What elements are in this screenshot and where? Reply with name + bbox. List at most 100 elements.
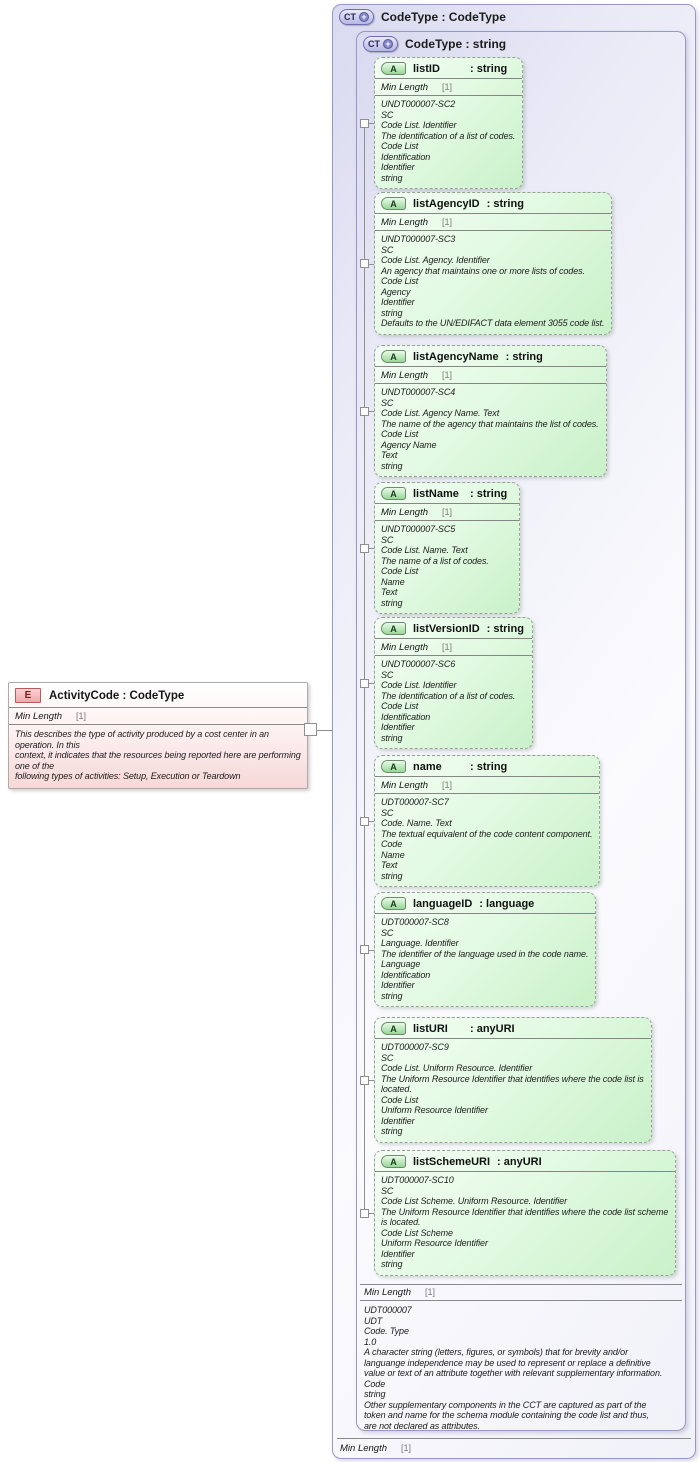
attribute-type: : string: [486, 622, 524, 635]
doc-line: Code. Name. Text: [381, 818, 452, 828]
doc-line: UDT000007-SC7: [381, 797, 449, 807]
facet-value: [1]: [442, 82, 453, 92]
doc-line: SC: [381, 927, 394, 938]
doc-line: UNDT000007-SC2: [381, 99, 456, 109]
attribute-box-listName[interactable]: A listName : string Min Length [1] UNDT0…: [374, 482, 520, 614]
doc-line: SC: [381, 669, 394, 680]
doc-line: UDT000007: [364, 1305, 412, 1315]
doc-line: Code List: [381, 566, 419, 576]
attribute-header: A listID : string: [375, 58, 523, 79]
doc-line: Text: [381, 587, 398, 597]
junction-square-icon: [360, 945, 369, 954]
complextype-container-outer: CT + CodeType : CodeType CT + CodeType :…: [332, 4, 696, 1459]
doc-line: Uniform Resource Identifier: [381, 1238, 488, 1248]
doc-line: string: [381, 732, 403, 743]
attribute-box-listVersionID[interactable]: A listVersionID : string Min Length [1] …: [374, 617, 533, 749]
attribute-header: A listName : string: [375, 483, 519, 504]
doc-line: string: [381, 172, 403, 183]
attribute-box-listID[interactable]: A listID : string Min Length [1] UNDT000…: [374, 57, 524, 189]
doc-line: one of the: [15, 760, 55, 771]
inner-bottom-facet-row: Min Length [1]: [360, 1284, 682, 1301]
doc-line: UDT000007-SC8: [381, 917, 449, 927]
junction-square-icon: [360, 816, 369, 826]
doc-line: SC: [381, 534, 394, 545]
doc-line: string: [381, 990, 403, 1001]
attribute-name: listAgencyName: [413, 350, 499, 363]
doc-line: UNDT000007-SC4: [381, 387, 456, 397]
doc-line: Code. Type: [364, 1326, 409, 1336]
junction-square-icon: [360, 1075, 369, 1085]
connector-stub: [369, 1080, 374, 1081]
facet-name: Min Length: [381, 507, 429, 518]
doc-line: Code List: [381, 1094, 419, 1105]
doc-line: 1.0: [364, 1336, 377, 1347]
attribute-name: listAgencyID: [413, 197, 480, 210]
doc-line: Code List Scheme: [381, 1227, 453, 1238]
expand-icon: +: [359, 12, 369, 22]
doc-line: Code List. Agency Name. Text: [381, 408, 500, 418]
doc-line: SC: [381, 807, 394, 818]
facet-value: [1]: [442, 370, 453, 380]
attribute-facet-row: Min Length [1]: [375, 367, 606, 384]
outer-container-header[interactable]: CT + CodeType : CodeType: [339, 9, 506, 25]
doc-line: UDT: [364, 1315, 383, 1326]
attribute-box-name[interactable]: A name : string Min Length [1] UDT000007…: [374, 755, 601, 887]
outer-bottom-facet-row: Min Length [1]: [337, 1438, 691, 1454]
attribute-facet-row: Min Length [1]: [375, 504, 519, 521]
attribute-header: A listURI : anyURI: [375, 1018, 651, 1039]
attribute-facet-row: Min Length [1]: [375, 79, 523, 96]
element-facet-row: Min Length [1]: [9, 707, 307, 725]
attribute-box-listAgencyID[interactable]: A listAgencyID : string Min Length [1] U…: [374, 192, 613, 335]
doc-line: Code: [381, 839, 403, 849]
attribute-facet-row: Min Length [1]: [375, 777, 600, 794]
facet-name: Min Length: [15, 711, 63, 722]
attribute-name: name: [413, 760, 442, 773]
attribute-type: : language: [479, 897, 535, 910]
doc-line: string: [381, 1126, 403, 1136]
element-docs: This describes the type of activity prod…: [9, 725, 307, 788]
doc-line: Identification: [381, 969, 431, 980]
attribute-icon: A: [381, 350, 406, 363]
connector-stub: [369, 548, 374, 549]
doc-line: The Uniform Resource Identifier that ide…: [381, 1073, 644, 1084]
facet-name: Min Length: [381, 370, 429, 381]
attribute-facet-row: Min Length [1]: [375, 639, 532, 656]
doc-line: Identifier: [381, 722, 415, 732]
attribute-type: : string: [470, 487, 508, 500]
facet-name: Min Length: [381, 780, 429, 791]
attribute-box-listAgencyName[interactable]: A listAgencyName : string Min Length [1]…: [374, 345, 607, 477]
doc-line: UNDT000007-SC6: [381, 659, 456, 669]
element-box-activitycode[interactable]: E ActivityCode : CodeType Min Length [1]…: [8, 682, 308, 789]
doc-line: context, it indicates that the resources…: [15, 750, 301, 760]
facet-name: Min Length: [381, 217, 429, 228]
doc-line: string: [381, 1259, 403, 1269]
doc-line: The name of the agency that maintains th…: [381, 418, 599, 429]
doc-line: string: [381, 460, 403, 471]
doc-line: Other supplementary components in the CC…: [364, 1399, 647, 1410]
doc-line: string: [381, 597, 403, 608]
doc-line: token and name for the schema module con…: [364, 1410, 650, 1420]
inner-container-header[interactable]: CT + CodeType : string: [363, 36, 506, 52]
doc-line: Code List. Identifier: [381, 680, 457, 690]
doc-line: Code List: [381, 701, 419, 711]
attribute-icon: A: [381, 1022, 406, 1035]
attribute-icon: A: [381, 897, 406, 910]
doc-line: Identification: [381, 151, 431, 162]
collapse-toggle-icon[interactable]: [304, 723, 317, 736]
attribute-icon: A: [381, 62, 406, 75]
facet-name: Min Length: [340, 1443, 388, 1454]
doc-line: string: [381, 307, 403, 318]
attribute-icon: A: [381, 1155, 406, 1168]
doc-line: Code List: [381, 429, 419, 439]
